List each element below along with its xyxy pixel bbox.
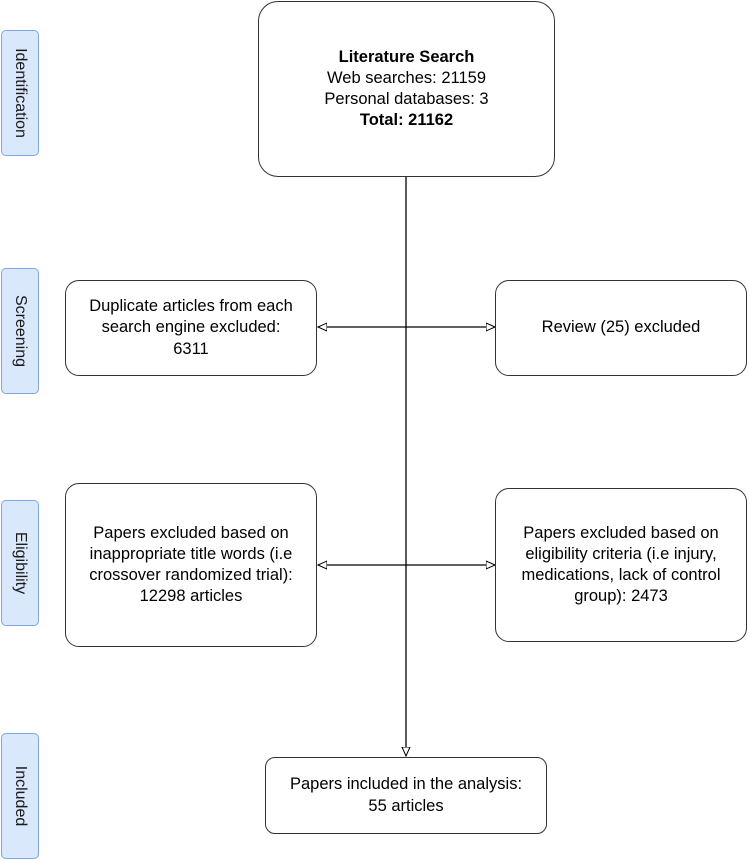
total-count: Total: 21162 [359,111,454,130]
review-excluded-box: Review (25) excluded [495,280,747,376]
web-searches-count: Web searches: 21159 [327,68,486,87]
title-excluded-line: inappropriate title words (i.e [89,544,293,563]
stage-screening: Screening [1,268,39,394]
title-excluded-line: Papers excluded based on [93,523,289,542]
criteria-excluded-line: Papers excluded based on [523,523,719,542]
duplicates-excluded-count: 6311 [173,339,209,358]
literature-search-box: Literature Search Web searches: 21159 Pe… [258,1,555,177]
review-excluded-text: Review (25) excluded [541,318,701,337]
duplicates-excluded-box: Duplicate articles from each search engi… [65,280,317,376]
title-excluded-line: crossover randomized trial): [89,566,293,584]
criteria-excluded-line: eligibility criteria (i.e injury, [525,544,717,563]
criteria-excluded-box: Papers excluded based on eligibility cri… [495,488,747,642]
included-papers-count: 55 articles [368,796,444,815]
literature-search-title: Literature Search [338,47,475,66]
title-excluded-count: 12298 articles [139,587,243,606]
included-papers-line: Papers included in the analysis: [289,775,523,794]
stage-eligibility: Eligibility [1,500,39,626]
criteria-excluded-count: group): 2473 [574,587,668,606]
title-words-excluded-box: Papers excluded based on inappropriate t… [65,483,317,647]
included-papers-box: Papers included in the analysis: 55 arti… [265,757,547,834]
duplicates-excluded-line: search engine excluded: [101,318,281,337]
personal-databases-count: Personal databases: 3 [324,90,489,108]
duplicates-excluded-line: Duplicate articles from each [89,297,293,316]
stage-included: Included [1,733,39,859]
stage-identification: Identification [1,30,39,156]
criteria-excluded-line: medications, lack of control [521,566,721,584]
